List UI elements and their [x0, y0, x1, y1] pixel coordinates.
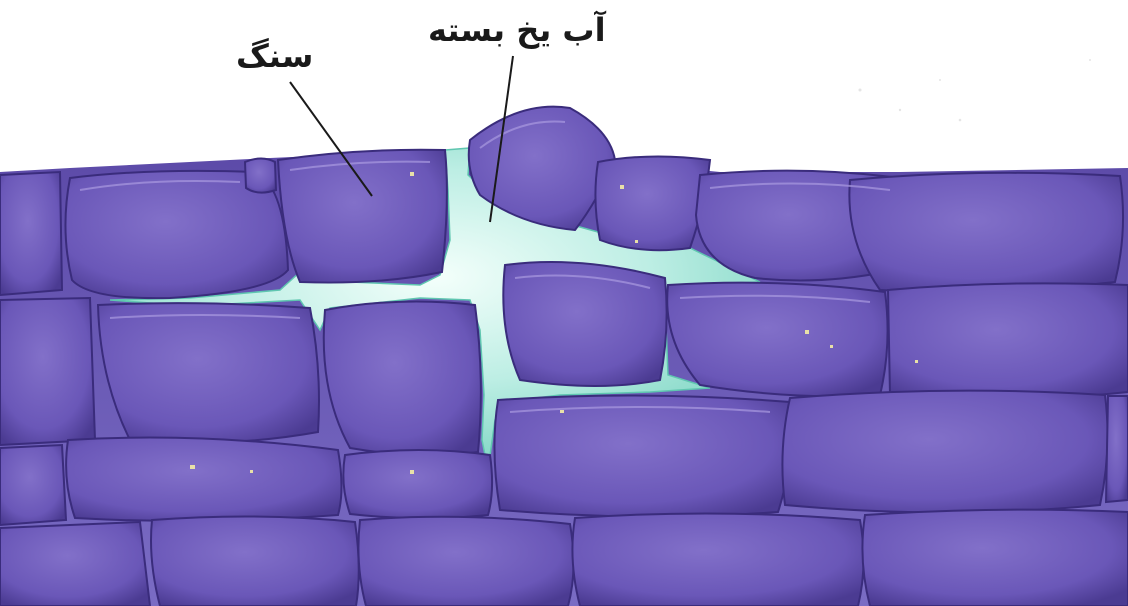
rock-block: [862, 510, 1128, 606]
frozen-water-label: آب یخ بسته: [428, 14, 606, 46]
rock-block: [278, 150, 447, 283]
rock-block: [888, 283, 1128, 399]
rock-block: [849, 173, 1123, 292]
rock-block: [358, 517, 573, 606]
rock-row-4: [0, 510, 1128, 606]
rock-label: سنگ: [236, 40, 313, 72]
rock-block: [245, 159, 276, 193]
rock-block: [324, 301, 481, 455]
rock-block: [151, 516, 359, 606]
rock-block: [0, 298, 95, 445]
paper-speckle: [859, 59, 1092, 121]
rock-block: [572, 513, 863, 606]
rock-block: [503, 262, 666, 386]
rock-block: [0, 172, 62, 295]
rock-block: [595, 156, 710, 250]
rock-block: [1106, 396, 1128, 502]
rock-block: [0, 445, 66, 525]
rock-block: [98, 303, 319, 443]
rock-block: [343, 450, 492, 518]
rock-block: [782, 391, 1107, 513]
rock-block: [0, 522, 150, 606]
rock-block: [66, 438, 341, 521]
rock-block: [494, 395, 791, 516]
